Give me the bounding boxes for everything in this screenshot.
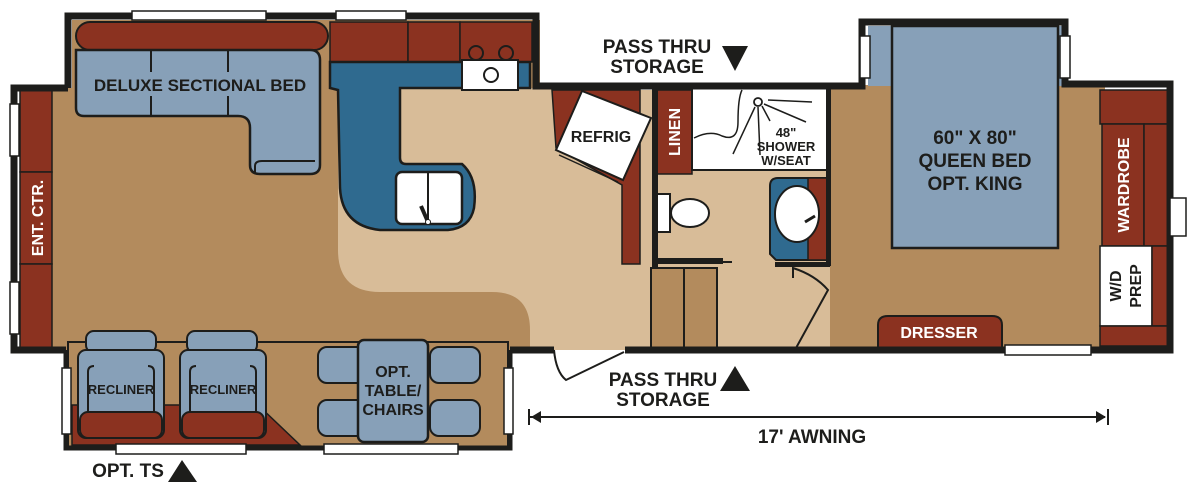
pass-thru-bottom-line-2: STORAGE (616, 390, 710, 411)
sectional-sofa[interactable]: DELUXE SECTIONAL BED (74, 48, 322, 176)
opt-ts-label: OPT. TS (92, 461, 164, 482)
stove[interactable] (461, 45, 519, 91)
shower-line-1: 48" (776, 125, 797, 140)
pass-thru-storage-bottom: PASS THRU STORAGE (609, 366, 750, 411)
dresser-label: DRESSER (900, 325, 978, 342)
refrigerator[interactable]: REFRIG (551, 89, 653, 265)
entry-steps[interactable] (650, 267, 718, 349)
recliner-1-label: RECLINER (88, 382, 155, 397)
arrow-up-icon (168, 460, 197, 482)
pass-thru-top-line-1: PASS THRU (603, 37, 711, 58)
pass-thru-storage-top: PASS THRU STORAGE (603, 37, 748, 78)
kitchen-sink[interactable] (394, 170, 464, 226)
wd-line-1: W/D (1108, 270, 1125, 301)
shower-line-2: SHOWER (757, 139, 816, 154)
recliner-1[interactable]: RECLINER (77, 330, 165, 439)
arrow-down-icon (722, 46, 748, 71)
shower[interactable]: 48" SHOWER W/SEAT (691, 87, 829, 171)
entry-door[interactable] (553, 349, 625, 382)
awning-label: 17' AWNING (758, 427, 866, 448)
recliner-2[interactable]: RECLINER (179, 330, 267, 439)
upper-cabinets (75, 21, 533, 63)
arrow-up-icon (720, 366, 750, 391)
opt-ts: OPT. TS (92, 460, 197, 482)
bed-line-2: QUEEN BED (919, 151, 1032, 172)
bathroom-walls (652, 88, 831, 268)
wd-line-2: PREP (1128, 264, 1145, 308)
table-line-3: CHAIRS (362, 402, 424, 419)
wd-prep[interactable]: W/D PREP (1099, 245, 1169, 347)
ent-ctr-label: ENT. CTR. (30, 180, 47, 256)
refrig-label: REFRIG (571, 129, 631, 146)
ent-ctr-cabinet: ENT. CTR. (19, 89, 53, 349)
bathroom-vanity[interactable] (769, 177, 829, 261)
sectional-label: DELUXE SECTIONAL BED (94, 76, 306, 95)
dresser[interactable]: DRESSER (877, 315, 1003, 349)
wardrobe-label: WARDROBE (1116, 137, 1133, 232)
table-line-1: OPT. (375, 364, 411, 381)
toilet[interactable] (656, 193, 710, 233)
shower-line-3: W/SEAT (761, 153, 811, 168)
linen-label: LINEN (667, 108, 684, 156)
pass-thru-bottom-line-1: PASS THRU (609, 370, 717, 391)
linen-closet: LINEN (655, 89, 693, 175)
kitchen-counter (328, 60, 532, 232)
wardrobe[interactable]: WARDROBE (1099, 89, 1169, 247)
awning-dimension: 17' AWNING (528, 409, 1109, 448)
recliner-2-label: RECLINER (190, 382, 257, 397)
bed-line-3: OPT. KING (927, 174, 1022, 195)
queen-bed[interactable]: 60" X 80" QUEEN BED OPT. KING (890, 24, 1060, 250)
dinette[interactable]: OPT. TABLE/ CHAIRS (317, 338, 481, 444)
bed-line-1: 60" X 80" (933, 128, 1017, 149)
windows (9, 10, 1187, 455)
table-line-2: TABLE/ (365, 383, 422, 400)
bathroom-door[interactable] (792, 266, 830, 349)
pass-thru-top-line-2: STORAGE (610, 57, 704, 78)
